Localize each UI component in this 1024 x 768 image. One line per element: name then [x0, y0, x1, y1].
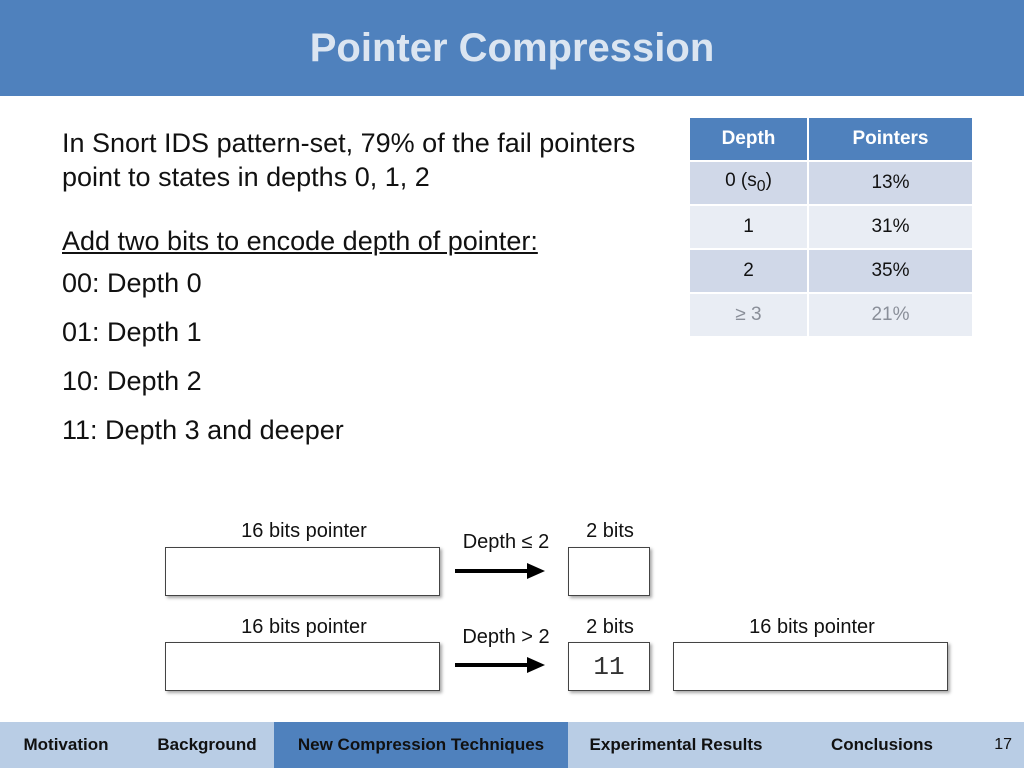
nav-item-conclusions[interactable]: Conclusions [830, 735, 933, 754]
row2-extra-pointer-label: 16 bits pointer [749, 616, 875, 638]
cell-depth: 1 [690, 204, 809, 249]
table-row: 2 35% [690, 248, 972, 293]
row2-pointer-box [165, 642, 440, 691]
cell-depth: 2 [690, 248, 809, 293]
row2-pointer-label: 16 bits pointer [241, 616, 367, 638]
table-row: ≥ 3 21% [690, 292, 972, 336]
header-pointers: Pointers [807, 118, 972, 161]
row2-arrow-icon [455, 657, 545, 673]
row1-arrow-icon [455, 563, 545, 579]
encoding-line-2: 10: Depth 2 [62, 366, 202, 396]
section-nav-bar: Motivation Background New Compression Te… [0, 722, 1024, 768]
table-row: 1 31% [690, 204, 972, 249]
depth-pointers-table: Depth Pointers 0 (s0) 13% 1 31% 2 35% ≥ … [690, 118, 972, 336]
table-header-row: Depth Pointers [690, 118, 972, 161]
encoding-line-3: 11: Depth 3 and deeper [62, 415, 344, 445]
row1-pointer-box [165, 547, 440, 596]
row2-bits-label: 2 bits [586, 616, 634, 638]
row1-bits-box [568, 547, 650, 596]
encoding-line-1: 01: Depth 1 [62, 317, 202, 347]
table-row: 0 (s0) 13% [690, 160, 972, 205]
page-number: 17 [994, 736, 1012, 753]
slide-title: Pointer Compression [309, 25, 715, 70]
title-bar: Pointer Compression [0, 0, 1024, 96]
header-depth: Depth [690, 118, 809, 161]
cell-pointers: 35% [807, 248, 972, 293]
row1-condition: Depth ≤ 2 [462, 531, 550, 553]
body-text: In Snort IDS pattern-set, 79% of the fai… [62, 126, 662, 462]
nav-item-experimental-results[interactable]: Experimental Results [589, 735, 763, 754]
cell-depth: 0 (s0) [690, 160, 809, 205]
encoding-heading: Add two bits to encode depth of pointer: [62, 226, 538, 256]
cell-pointers: 13% [807, 160, 972, 205]
row2-condition: Depth > 2 [462, 626, 550, 648]
encoding-line-0: 00: Depth 0 [62, 268, 202, 298]
cell-pointers: 31% [807, 204, 972, 249]
cell-pointers: 21% [807, 292, 972, 336]
intro-text: In Snort IDS pattern-set, 79% of the fai… [62, 128, 636, 192]
nav-item-motivation[interactable]: Motivation [23, 735, 109, 754]
nav-item-new-compression-techniques[interactable]: New Compression Techniques [274, 722, 568, 768]
cell-depth: ≥ 3 [690, 292, 809, 336]
row2-bits-box: 11 [568, 642, 650, 691]
nav-item-background[interactable]: Background [157, 735, 257, 754]
row1-pointer-label: 16 bits pointer [241, 520, 367, 542]
row1-bits-label: 2 bits [586, 520, 634, 542]
row2-extra-pointer-box [673, 642, 948, 691]
